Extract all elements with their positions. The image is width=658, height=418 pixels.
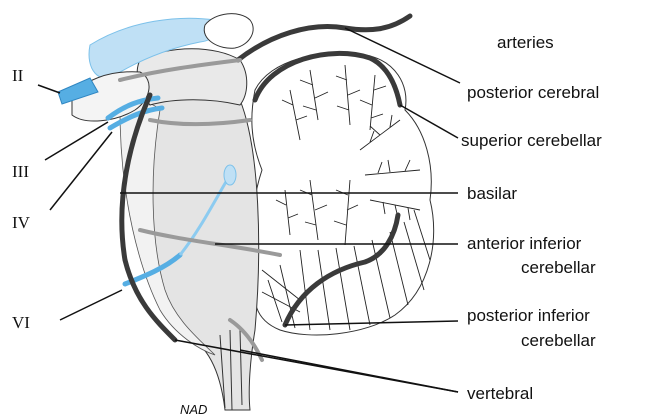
- label-basilar: basilar: [467, 184, 517, 203]
- label-posterior-inferior: posterior inferior: [467, 306, 590, 325]
- cerebellum: [252, 53, 434, 335]
- label-posterior-inferior-cerebellar: cerebellar: [521, 331, 596, 350]
- artist-signature: NAD: [180, 402, 207, 417]
- label-nerve-VI: VI: [12, 313, 30, 332]
- label-anterior-inferior: anterior inferior: [467, 234, 582, 253]
- nerve-nucleus: [224, 165, 236, 185]
- label-vertebral: vertebral: [467, 384, 533, 403]
- label-anterior-inferior-cerebellar: cerebellar: [521, 258, 596, 277]
- superior-cerebellar-artery: [255, 53, 400, 105]
- label-nerve-III: III: [12, 162, 29, 181]
- label-nerve-II: II: [12, 66, 24, 85]
- label-posterior-cerebral: posterior cerebral: [467, 83, 599, 102]
- label-nerve-IV: IV: [12, 213, 31, 232]
- label-arteries: arteries: [497, 33, 554, 52]
- posterior-inferior-cerebellar-artery: [285, 215, 398, 325]
- label-superior-cerebellar: superior cerebellar: [461, 131, 602, 150]
